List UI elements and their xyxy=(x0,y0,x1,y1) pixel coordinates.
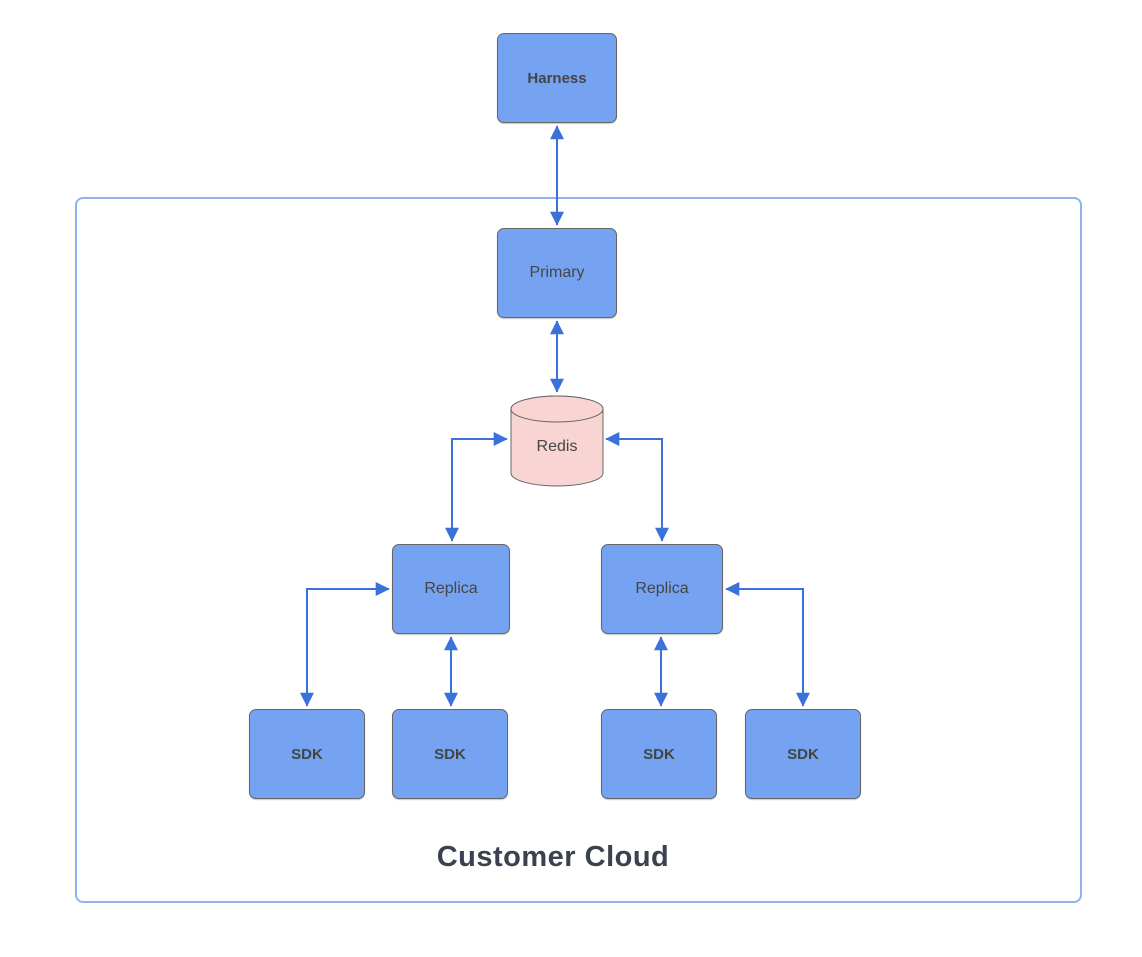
node-primary: Primary xyxy=(497,228,617,318)
node-sdk-1-label: SDK xyxy=(291,745,323,763)
node-replica-right-label: Replica xyxy=(635,580,689,597)
node-replica-right: Replica xyxy=(601,544,723,634)
node-sdk-1: SDK xyxy=(249,709,365,799)
node-primary-label: Primary xyxy=(529,264,585,281)
node-harness: Harness xyxy=(497,33,617,123)
node-harness-label: Harness xyxy=(527,69,587,87)
node-redis: Redis xyxy=(510,395,604,487)
node-sdk-3: SDK xyxy=(601,709,717,799)
node-replica-left: Replica xyxy=(392,544,510,634)
node-replica-left-label: Replica xyxy=(424,580,478,597)
node-sdk-2: SDK xyxy=(392,709,508,799)
node-redis-label: Redis xyxy=(536,438,578,455)
customer-cloud-boundary xyxy=(75,197,1082,903)
node-sdk-2-label: SDK xyxy=(434,745,466,763)
node-sdk-4-label: SDK xyxy=(787,745,819,763)
node-sdk-3-label: SDK xyxy=(643,745,675,763)
customer-cloud-title: Customer Cloud xyxy=(436,841,670,873)
node-sdk-4: SDK xyxy=(745,709,861,799)
cylinder-shape xyxy=(510,395,604,487)
